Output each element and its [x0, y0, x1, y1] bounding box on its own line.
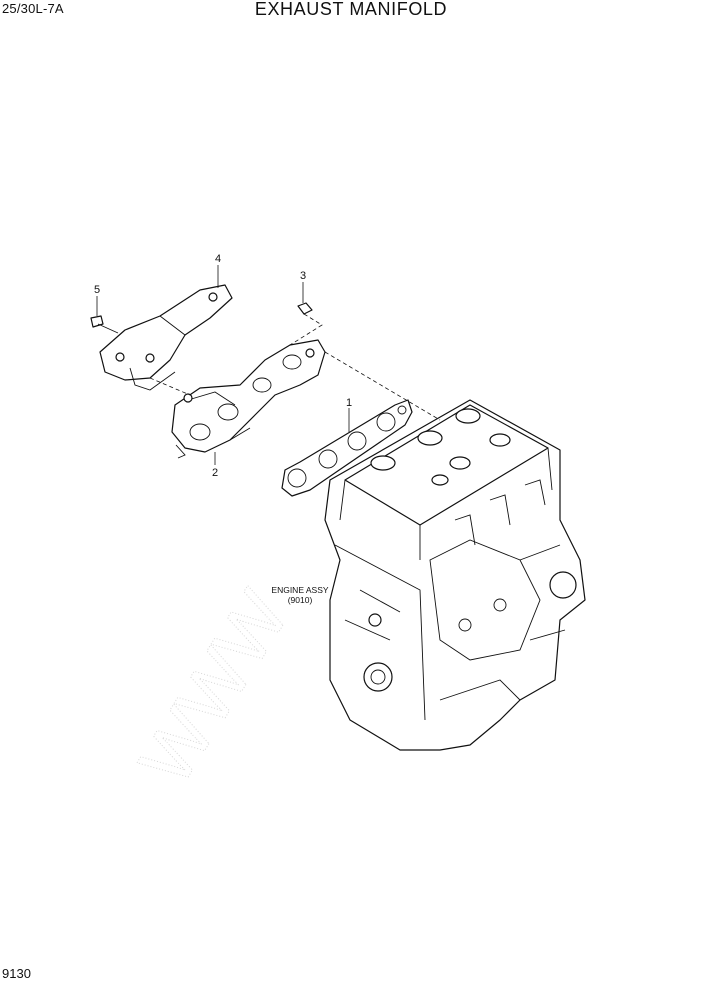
part-4-heat-protector	[99, 284, 233, 391]
callout-1: 1	[346, 397, 352, 409]
model-code: 25/30L-7A	[2, 1, 64, 16]
callout-4: 4	[215, 253, 221, 265]
page-title: EXHAUST MANIFOLD	[254, 0, 448, 19]
engine-assy-label-line1: ENGINE ASSY	[271, 585, 328, 595]
watermark-text: WWW	[123, 577, 305, 799]
callouts: 4 3 5 1 2	[94, 253, 352, 479]
callout-3: 3	[300, 270, 306, 282]
leader-lines	[96, 265, 441, 465]
callout-5: 5	[94, 284, 100, 296]
watermark: WWW	[123, 576, 306, 799]
part-3-nut	[297, 302, 313, 315]
engine-assy-label-line2: (9010)	[288, 595, 313, 605]
page-number: 9130	[2, 966, 31, 981]
part-1-gasket	[281, 399, 413, 497]
callout-2: 2	[212, 467, 218, 479]
part-5-bolt	[90, 315, 119, 334]
part-2-exhaust-manifold	[171, 339, 326, 459]
engine-assy: ENGINE ASSY (9010)	[271, 399, 586, 751]
